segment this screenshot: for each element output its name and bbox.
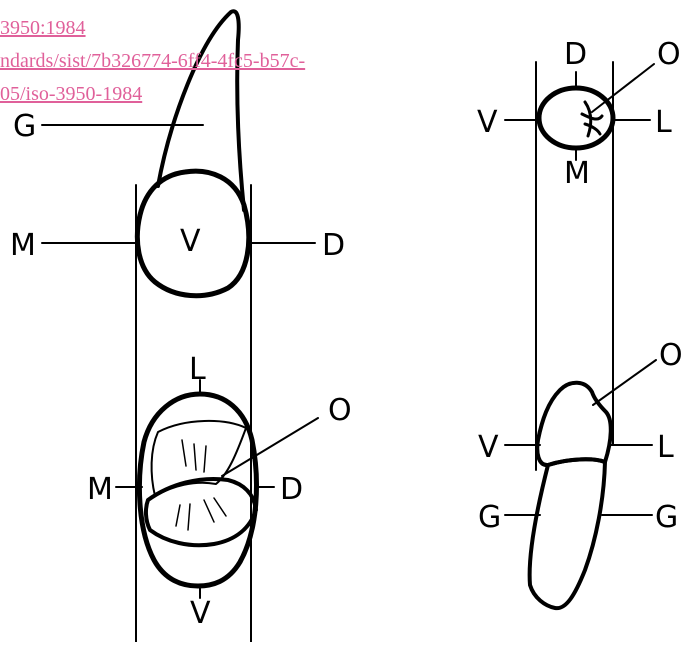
right-label-mesial: M	[564, 156, 590, 191]
left-label-vestibular-bottom: V	[190, 596, 211, 631]
left-occlusal-upper-cusp	[150, 420, 247, 497]
left-label-distal-top: D	[322, 228, 345, 263]
left-label-mesial-bottom: M	[87, 472, 113, 507]
left-tooth-crown	[134, 168, 252, 299]
right-label-occlusal-top: O	[657, 37, 681, 72]
right-label-occlusal-side: O	[659, 338, 683, 373]
left-label-occlusal: O	[328, 393, 352, 428]
left-label-gingival: G	[13, 109, 36, 144]
right-label-lingual-top: L	[655, 105, 672, 140]
right-label-gingival-left: G	[478, 500, 501, 535]
left-figure: G M V D L O M D V	[10, 9, 352, 643]
right-label-lingual-side: L	[657, 430, 674, 465]
leader-line-occlusal-right-top	[591, 63, 655, 113]
right-label-vestibular-top: V	[477, 105, 498, 140]
left-label-lingual: L	[189, 352, 206, 387]
left-label-distal-bottom: D	[280, 472, 303, 507]
right-label-gingival-right: G	[655, 500, 678, 535]
right-label-distal: D	[564, 37, 587, 72]
right-side-root	[527, 457, 607, 611]
right-figure: D O V L M O V L G G	[477, 37, 683, 611]
left-occlusal-outline	[136, 391, 259, 589]
left-occlusal-fissures	[175, 439, 227, 531]
leader-line-occlusal-right-side	[592, 359, 657, 406]
left-tooth-root	[156, 9, 246, 212]
right-occlusal-fissure-c	[583, 122, 602, 136]
right-side-crown	[535, 380, 613, 467]
leader-line-occlusal-bottom	[221, 417, 319, 477]
right-label-vestibular-side: V	[478, 430, 499, 465]
left-label-mesial-top: M	[10, 228, 36, 263]
right-occlusal-fissure-b	[580, 112, 604, 121]
left-occlusal-lower-cusp	[143, 477, 258, 548]
left-label-vestibular-top: V	[180, 224, 201, 259]
